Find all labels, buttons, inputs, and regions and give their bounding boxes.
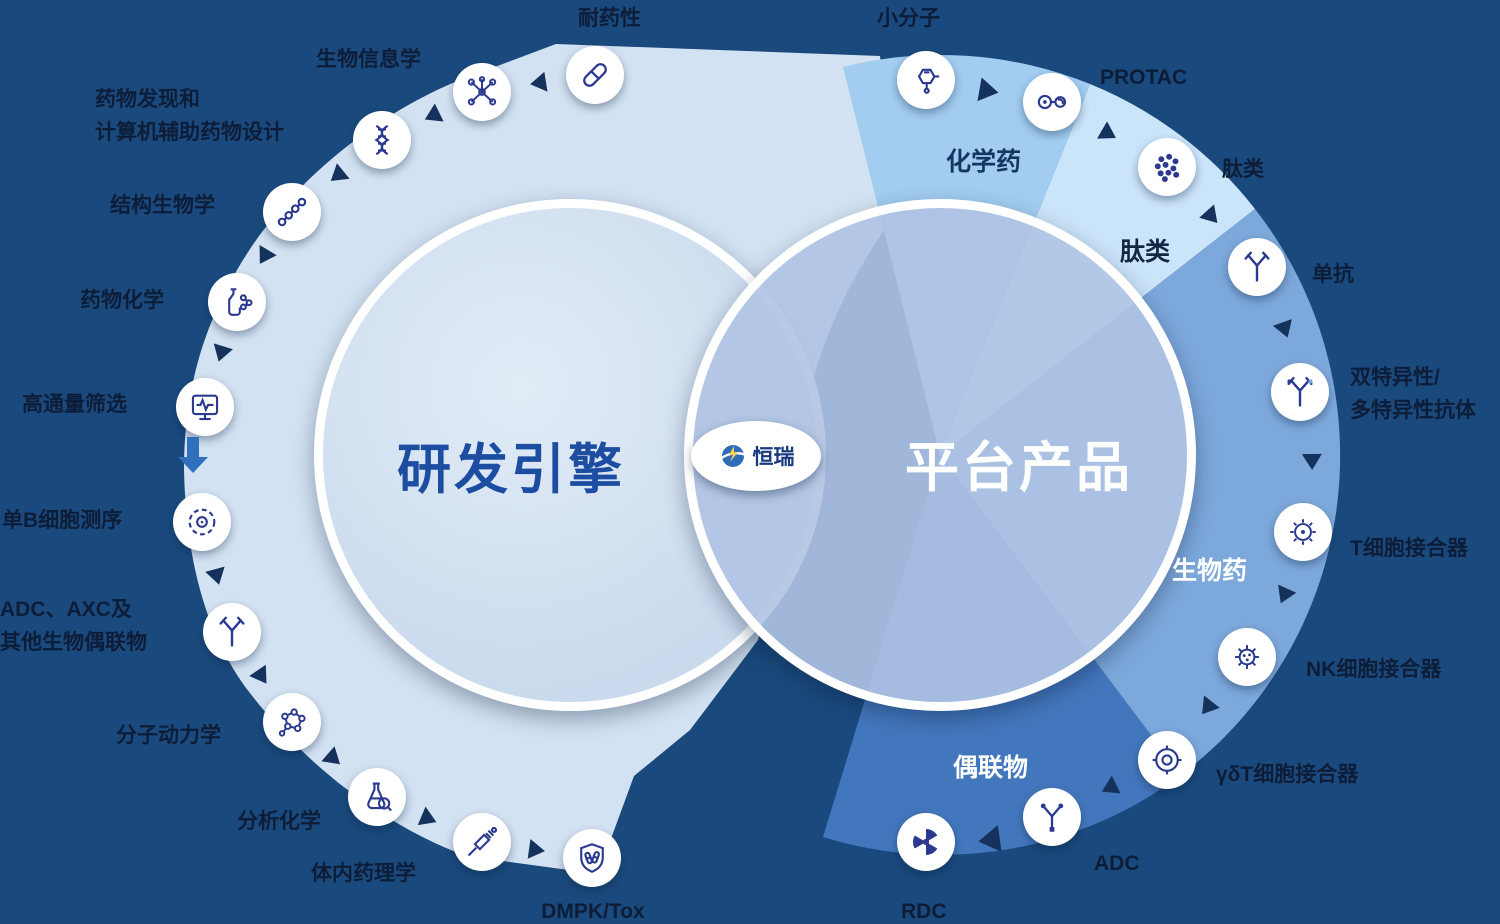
label-monoclonal-antibody: 单抗 bbox=[1312, 263, 1354, 286]
dna-icon bbox=[365, 123, 399, 157]
cell-icon bbox=[185, 505, 219, 539]
node-drug-discovery bbox=[353, 111, 411, 169]
arrow-head bbox=[178, 457, 208, 473]
label-small-molecule: 小分子 bbox=[877, 7, 940, 30]
node-structural-biology bbox=[263, 183, 321, 241]
bottle-molecule-icon bbox=[220, 285, 254, 319]
label-in-vivo-pharmacology: 体内药理学 bbox=[311, 862, 416, 885]
antibody-icon bbox=[1240, 250, 1274, 284]
node-adc bbox=[1023, 788, 1081, 846]
adc-icon bbox=[1035, 800, 1069, 834]
t-cell-icon bbox=[1286, 515, 1320, 549]
label-t-cell-engager: T细胞接合器 bbox=[1350, 537, 1468, 560]
label-medicinal-chemistry: 药物化学 bbox=[80, 289, 164, 312]
label-adc: ADC bbox=[1094, 852, 1140, 875]
node-single-b-cell-sequencing bbox=[173, 493, 231, 551]
node-peptides bbox=[1138, 138, 1196, 196]
node-in-vivo-pharmacology bbox=[453, 813, 511, 871]
node-nk-cell-engager bbox=[1218, 628, 1276, 686]
label-peptides: 肽类 bbox=[1222, 158, 1264, 181]
node-monoclonal-antibody bbox=[1228, 238, 1286, 296]
flow-arrow-down-accent bbox=[178, 437, 208, 473]
region-label-bio: 生物药 bbox=[1172, 557, 1248, 585]
label-structural-biology: 结构生物学 bbox=[110, 194, 215, 217]
peptide-cluster-icon bbox=[1150, 150, 1184, 184]
small-molecule-icon bbox=[909, 63, 943, 97]
label-molecular-dynamics: 分子动力学 bbox=[116, 724, 221, 747]
label-nk-cell-engager: NK细胞接合器 bbox=[1306, 658, 1442, 681]
node-high-throughput-screening bbox=[176, 378, 234, 436]
flow-arrow bbox=[528, 71, 548, 95]
flow-arrow bbox=[976, 825, 1002, 855]
arrow-shaft bbox=[187, 437, 199, 457]
node-bioinformatics bbox=[453, 63, 511, 121]
logo-text: 恒瑞 bbox=[752, 446, 795, 469]
label-single-b-cell: 单B细胞测序 bbox=[2, 509, 123, 532]
logo-mark-icon bbox=[718, 445, 746, 467]
shield-pills-icon bbox=[575, 841, 609, 875]
label-gdt-cell-engager: γδT细胞接合器 bbox=[1216, 763, 1359, 786]
flow-arrow bbox=[977, 77, 1001, 105]
node-protac bbox=[1023, 73, 1081, 131]
label-bioinformatics: 生物信息学 bbox=[316, 48, 421, 71]
protac-link-icon bbox=[1035, 85, 1069, 119]
node-bispecific-antibody bbox=[1271, 363, 1329, 421]
nk-cell-icon bbox=[1230, 640, 1264, 674]
node-adc-bioconjugates bbox=[203, 603, 261, 661]
region-label-conjugate: 偶联物 bbox=[953, 754, 1029, 782]
bead-chain-icon bbox=[275, 195, 309, 229]
node-analytical-chemistry bbox=[348, 768, 406, 826]
network-icon bbox=[465, 75, 499, 109]
right-circle-title: 平台产品 bbox=[905, 438, 1133, 498]
node-t-cell-engager bbox=[1274, 503, 1332, 561]
flow-arrow bbox=[1301, 453, 1323, 471]
logo: 恒瑞 bbox=[691, 421, 821, 491]
node-medicinal-chemistry bbox=[208, 273, 266, 331]
molecule-icon bbox=[275, 705, 309, 739]
flask-magnifier-icon bbox=[360, 780, 394, 814]
syringe-icon bbox=[465, 825, 499, 859]
label-protac: PROTAC bbox=[1100, 66, 1188, 89]
label-dmpk-tox: DMPK/Tox bbox=[541, 900, 645, 923]
node-drug-resistance bbox=[566, 46, 624, 104]
node-rdc bbox=[897, 813, 955, 871]
label-bispecific-antibody: 双特异性/ 多特异性抗体 bbox=[1350, 366, 1476, 422]
label-analytical-chemistry: 分析化学 bbox=[237, 810, 321, 833]
radiation-icon bbox=[909, 825, 943, 859]
label-drug-discovery: 药物发现和 计算机辅助药物设计 bbox=[95, 88, 284, 144]
label-high-throughput: 高通量筛选 bbox=[22, 393, 127, 416]
antibody-icon bbox=[215, 615, 249, 649]
platform-products-circle bbox=[684, 199, 1196, 711]
label-rdc: RDC bbox=[901, 900, 947, 923]
node-dmpk-tox bbox=[563, 829, 621, 887]
label-drug-resistance: 耐药性 bbox=[578, 7, 641, 30]
region-label-peptide: 肽类 bbox=[1120, 238, 1171, 266]
screening-monitor-icon bbox=[188, 390, 222, 424]
node-small-molecule bbox=[897, 51, 955, 109]
label-adc-bioconjugates: ADC、AXC及 其他生物偶联物 bbox=[0, 598, 147, 654]
bispecific-antibody-icon bbox=[1283, 375, 1317, 409]
pill-icon bbox=[578, 58, 612, 92]
region-label-chemical: 化学药 bbox=[946, 148, 1022, 176]
node-gdt-cell-engager bbox=[1138, 731, 1196, 789]
left-circle-title: 研发引擎 bbox=[397, 440, 625, 500]
ring-cell-icon bbox=[1150, 743, 1184, 777]
node-molecular-dynamics bbox=[263, 693, 321, 751]
flow-arrow bbox=[527, 838, 547, 862]
